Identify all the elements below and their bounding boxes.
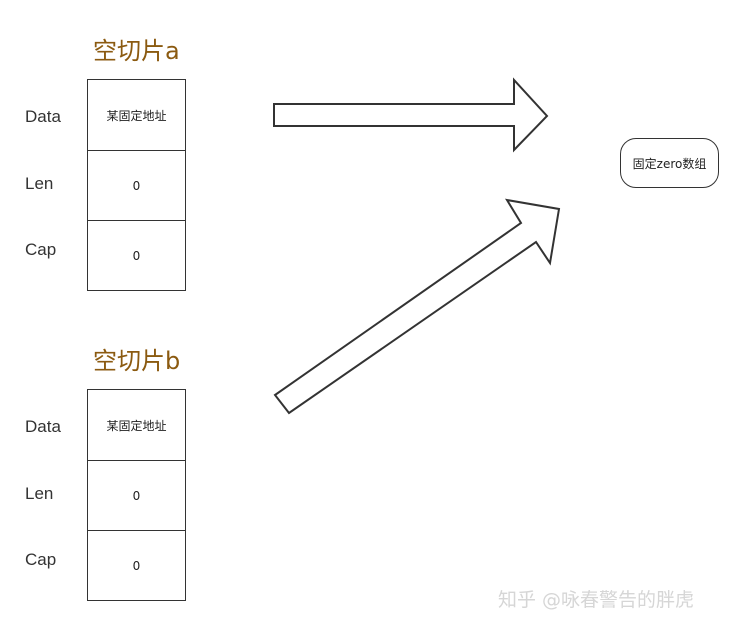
- slice-a-struct: 某固定地址 0 0: [87, 79, 186, 291]
- slice-a-label-data: Data: [25, 107, 61, 126]
- slice-b-data-cell: 某固定地址: [106, 418, 167, 433]
- slice-b-label-len: Len: [25, 484, 54, 503]
- zero-array-node: 固定zero数组: [620, 138, 719, 188]
- slice-a-title: 空切片a: [93, 37, 180, 65]
- watermark: 知乎 @咏春警告的胖虎: [498, 589, 695, 611]
- slice-a-cap-cell: 0: [88, 220, 185, 290]
- slice-b-label-data: Data: [25, 417, 61, 436]
- slice-a-label-cap: Cap: [25, 240, 57, 259]
- arrow-b-to-zero-array: [273, 198, 561, 415]
- slice-b-len-cell: 0: [88, 460, 185, 530]
- slice-a-data-cell: 某固定地址: [106, 108, 167, 123]
- slice-a-len-cell: 0: [88, 150, 185, 220]
- arrow-a-to-zero-array: [273, 77, 549, 153]
- slice-b-label-cap: Cap: [25, 550, 57, 569]
- slice-a-label-len: Len: [25, 174, 54, 193]
- slice-b-title: 空切片b: [93, 347, 181, 375]
- slice-b-cap-cell: 0: [88, 530, 185, 600]
- slice-b-struct: 某固定地址 0 0: [87, 389, 186, 601]
